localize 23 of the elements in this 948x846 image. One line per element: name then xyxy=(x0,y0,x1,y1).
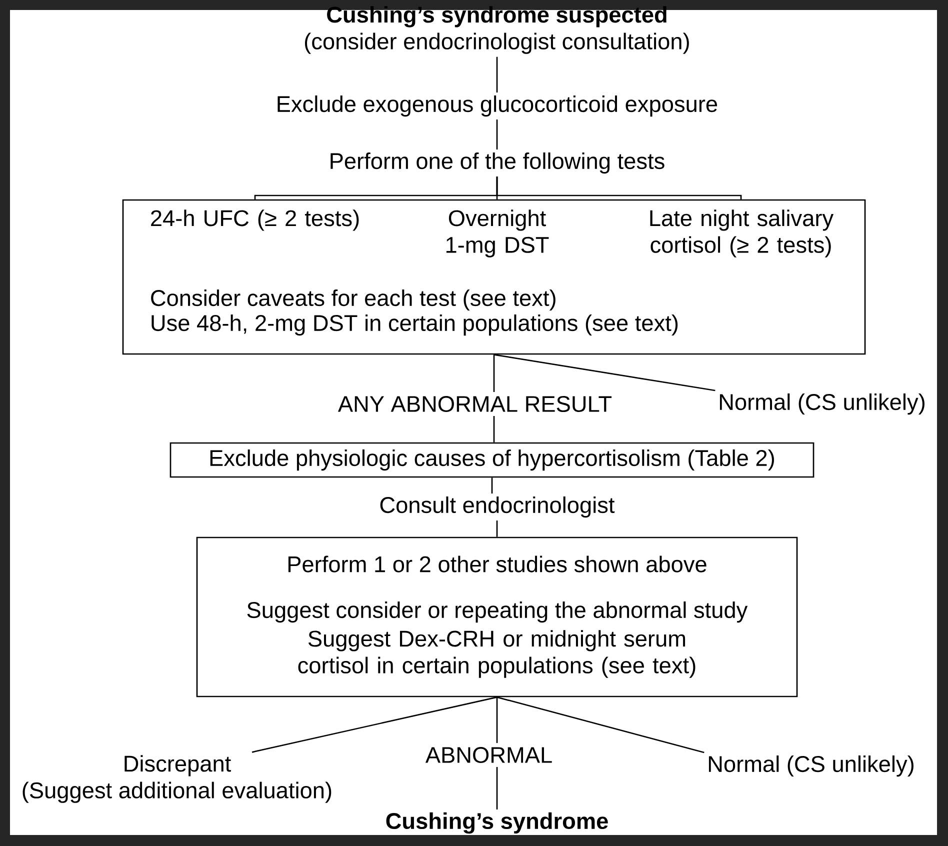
step-text: Cushing’s syndrome xyxy=(386,812,608,834)
connector-line xyxy=(496,520,498,537)
connector-line xyxy=(496,56,498,92)
step-text: Exclude exogenous glucocorticoid exposure xyxy=(278,95,718,117)
test-text: Late night salivary cortisol (≥ 2 tests) xyxy=(650,210,834,258)
step-text: Perform one of the following tests xyxy=(330,152,664,174)
edge-label: ABNORMAL xyxy=(421,742,557,768)
process-box: Perform 1 or 2 other studies shown above Suggest consider or repeating the abnormal study Suggest Dex-CRH or midnight serum cortisol in certain populations (see text) xyxy=(196,536,798,698)
connector-line xyxy=(491,478,493,494)
connector-line xyxy=(496,696,704,754)
connector-line xyxy=(496,176,742,200)
step-text: Consult endocrinologist xyxy=(380,496,615,518)
test-text: Overnight 1-mg DST xyxy=(446,210,549,258)
connector-line xyxy=(496,120,498,150)
step-text: Cushing’s syndrome suspected (consider endocrinologist consultation) xyxy=(305,6,689,54)
edge-label: ANY ABNORMAL RESULT xyxy=(334,392,616,416)
step-text: Normal (CS unlikely) xyxy=(720,393,924,415)
test-text: 24-h UFC (≥ 2 tests) xyxy=(151,210,359,231)
process-box: Exclude physiologic causes of hypercortisolism (Table 2) xyxy=(170,442,814,478)
connector-line xyxy=(494,354,716,392)
step-text: Normal (CS unlikely) xyxy=(708,755,914,777)
step-text: Discrepant (Suggest additional evaluation) xyxy=(22,755,332,803)
connector-line xyxy=(252,696,498,753)
